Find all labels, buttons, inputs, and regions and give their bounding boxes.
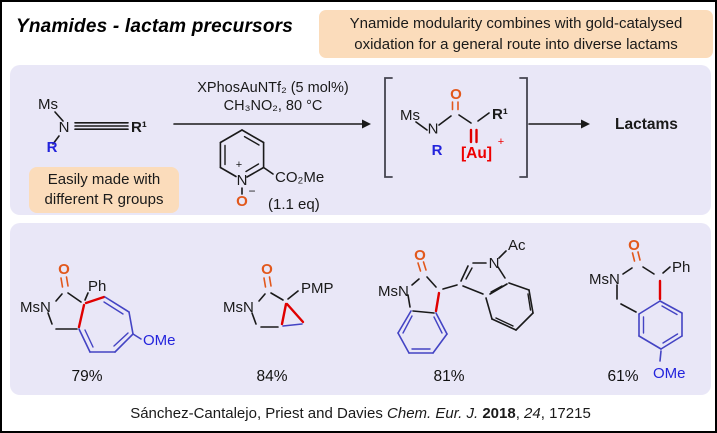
citation-pages: 17215 <box>549 405 591 422</box>
citation: Sánchez-Cantalejo, Priest and Davies Che… <box>2 405 715 422</box>
atom-label-ms: Ms <box>38 96 58 113</box>
ester-label: CO₂Me <box>275 169 324 186</box>
product-1-structure: MsN O Ph OMe <box>20 261 176 353</box>
note-line-2: different R groups <box>44 191 164 208</box>
product-2-structure: MsN O PMP <box>223 261 334 328</box>
p2-yield: 84% <box>256 368 288 385</box>
p3-ac-label: Ac <box>508 237 526 254</box>
p2-msn-label: MsN <box>223 299 254 316</box>
p4-msn-label: MsN <box>589 271 620 288</box>
ynamide-structure: Ms N R¹ R <box>38 96 147 156</box>
p3-msn-label: MsN <box>378 283 409 300</box>
p3-yield: 81% <box>433 368 465 385</box>
p4-ph-label: Ph <box>672 259 690 276</box>
oxidant-n-label: N <box>237 172 248 189</box>
left-bracket <box>384 77 393 178</box>
right-bracket <box>519 77 528 178</box>
p1-ome-label: OMe <box>143 332 176 349</box>
int-o-label: O <box>450 86 462 103</box>
citation-volume: 24 <box>524 405 541 422</box>
p4-ome-label: OMe <box>653 365 686 382</box>
reaction-arrow-conditions: XPhosAuNTf₂ (5 mol%) CH₃NO₂, 80 °C <box>173 80 371 129</box>
pyridine-n-oxide-structure: + N O − CO₂Me (1.1 eq) <box>219 129 324 213</box>
citation-sep1: , <box>515 405 525 422</box>
r-group-note-box: Easily made with different R groups <box>29 167 179 213</box>
int-n-label: N <box>428 121 439 138</box>
page-title: Ynamides - lactam precursors <box>16 16 293 37</box>
p1-yield: 79% <box>71 368 103 385</box>
int-ms-label: Ms <box>400 107 420 124</box>
citation-sep2: , <box>540 405 550 422</box>
r-substituent-label: R <box>47 139 58 156</box>
product-3-structure: MsN O N Ac <box>378 237 534 354</box>
p3-o-label: O <box>414 247 426 264</box>
arrow-head <box>362 119 371 129</box>
int-r1-label: R¹ <box>492 106 508 123</box>
gold-carbene-intermediate: Ms N O R¹ [Au] + R <box>384 77 528 178</box>
p1-ph-label: Ph <box>88 278 106 295</box>
p2-o-label: O <box>261 261 273 278</box>
conditions-catalyst: XPhosAuNTf₂ (5 mol%) <box>197 80 348 96</box>
o-minus-charge: − <box>248 184 255 198</box>
citation-authors: Sánchez-Cantalejo, Priest and Davies <box>130 405 383 422</box>
conditions-solvent-temp: CH₃NO₂, 80 °C <box>224 98 323 114</box>
p3-indole-n-label: N <box>489 255 500 272</box>
equivalents-label: (1.1 eq) <box>268 196 320 213</box>
product-arrow: Lactams <box>528 116 678 133</box>
r1-substituent-label: R¹ <box>131 119 147 136</box>
citation-year: 2018 <box>482 405 516 422</box>
p2-pmp-label: PMP <box>301 280 334 297</box>
summary-highlight-box: Ynamide modularity combines with gold-ca… <box>319 10 713 58</box>
oxide-o-label: O <box>236 193 248 210</box>
summary-line-1: Ynamide modularity combines with gold-ca… <box>349 15 683 32</box>
products-panel <box>10 223 711 395</box>
p1-o-label: O <box>58 261 70 278</box>
int-r-label: R <box>432 142 443 159</box>
gold-plus-charge: + <box>498 136 504 148</box>
summary-line-2: oxidation for a general route into diver… <box>354 36 678 53</box>
atom-label-n: N <box>59 119 70 136</box>
p1-msn-label: MsN <box>20 299 51 316</box>
arrow-head <box>581 119 590 129</box>
p4-yield: 61% <box>607 368 639 385</box>
p4-o-label: O <box>628 237 640 254</box>
gold-label: [Au] <box>461 145 492 162</box>
product-4-structure: MsN O Ph OMe <box>589 237 690 382</box>
lactams-label: Lactams <box>615 116 678 133</box>
note-line-1: Easily made with <box>47 170 161 188</box>
n-plus-charge: + <box>236 159 242 171</box>
citation-journal: Chem. Eur. J. <box>387 405 479 422</box>
